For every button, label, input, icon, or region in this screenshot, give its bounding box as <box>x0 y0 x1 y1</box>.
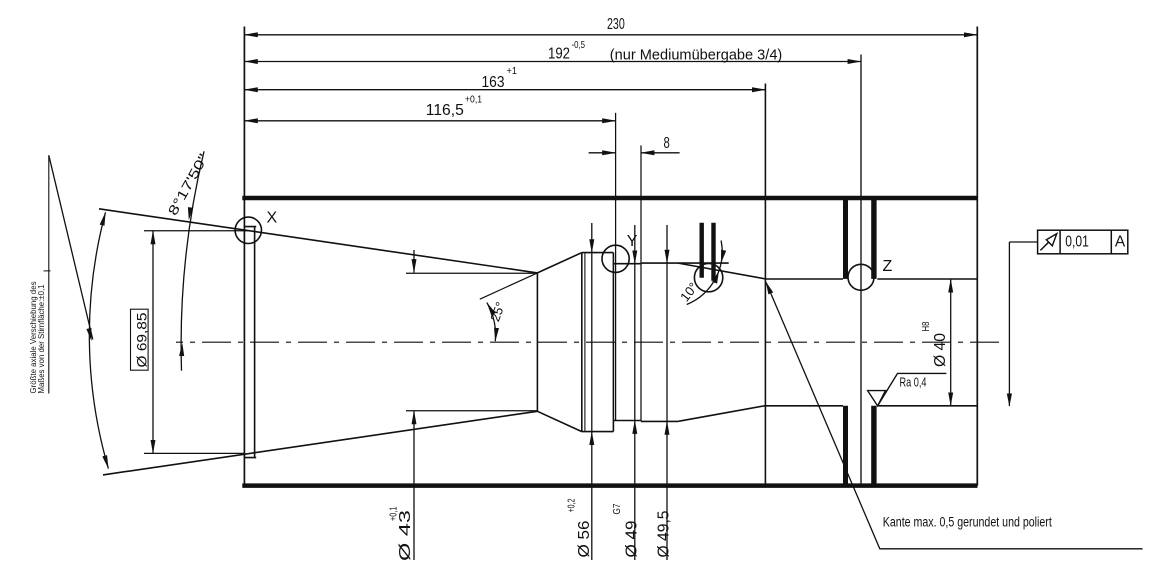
svg-text:25°: 25° <box>487 300 508 324</box>
svg-text:G7: G7 <box>611 503 623 514</box>
svg-text:A: A <box>1115 234 1126 251</box>
svg-text:Ø 40: Ø 40 <box>932 333 949 367</box>
svg-text:(nur Mediumübergabe 3/4): (nur Mediumübergabe 3/4) <box>610 46 783 63</box>
svg-text:8: 8 <box>664 135 670 152</box>
svg-text:Z: Z <box>883 258 893 275</box>
svg-text:Ø 56: Ø 56 <box>576 520 593 557</box>
svg-text:10°: 10° <box>677 280 701 305</box>
svg-text:+0,1: +0,1 <box>465 94 482 106</box>
svg-text:Ø 43: Ø 43 <box>397 510 414 561</box>
svg-text:+0,2: +0,2 <box>566 498 578 512</box>
svg-text:230: 230 <box>607 16 625 33</box>
svg-text:116,5: 116,5 <box>426 102 464 119</box>
svg-text:192: 192 <box>548 46 570 63</box>
svg-text:Ø 69,85: Ø 69,85 <box>135 313 150 368</box>
svg-text:Maßes von der Stirnfläche:±0,1: Maßes von der Stirnfläche:±0,1 <box>37 284 46 394</box>
svg-text:Y: Y <box>627 233 638 250</box>
svg-text:-0,5: -0,5 <box>572 39 586 51</box>
svg-text:Größte axiale Verschiebung des: Größte axiale Verschiebung des <box>29 282 38 394</box>
svg-text:Ra 0,4: Ra 0,4 <box>900 376 927 390</box>
svg-text:163: 163 <box>482 74 505 91</box>
svg-text:H8: H8 <box>920 321 932 331</box>
svg-text:X: X <box>267 210 278 227</box>
svg-text:+1: +1 <box>507 65 518 77</box>
svg-text:Ø 49: Ø 49 <box>624 520 641 557</box>
svg-text:+0,1: +0,1 <box>388 506 400 521</box>
svg-text:Ø 49,5: Ø 49,5 <box>656 510 673 557</box>
svg-text:0,01: 0,01 <box>1065 233 1089 250</box>
svg-text:Kante max. 0,5 gerundet und po: Kante max. 0,5 gerundet und poliert <box>883 515 1052 530</box>
